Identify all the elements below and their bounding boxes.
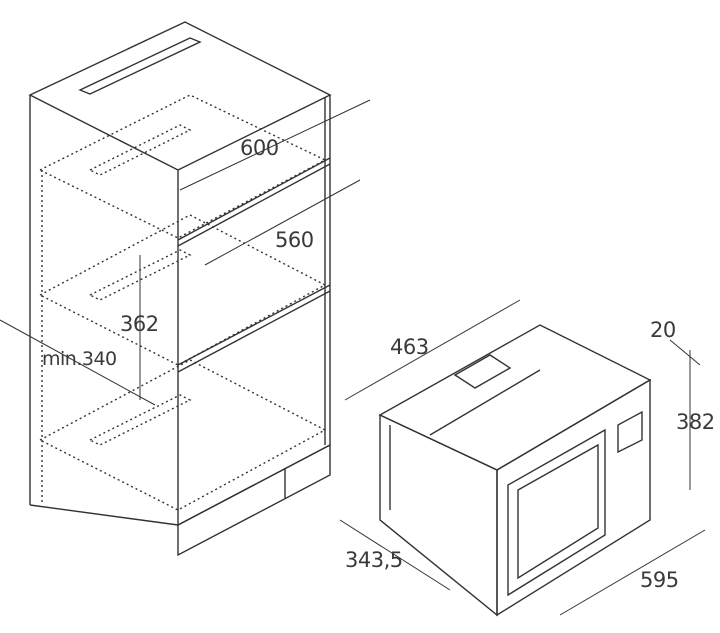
dimension-label-20: 20 [650,318,676,342]
dimension-label-362: 362 [120,312,159,336]
dimension-label-600: 600 [240,136,279,160]
dimension-label-min-340: min.340 [42,348,117,370]
dimension-label-595: 595 [640,568,679,592]
dimension-label-343-5: 343,5 [345,548,403,572]
dimension-label-560: 560 [275,228,314,252]
dimension-label-463: 463 [390,335,429,359]
dimension-lines [0,99,706,616]
dimension-label-382: 382 [676,410,715,434]
microwave-drawing [378,324,652,617]
cabinet-drawing [28,21,332,557]
